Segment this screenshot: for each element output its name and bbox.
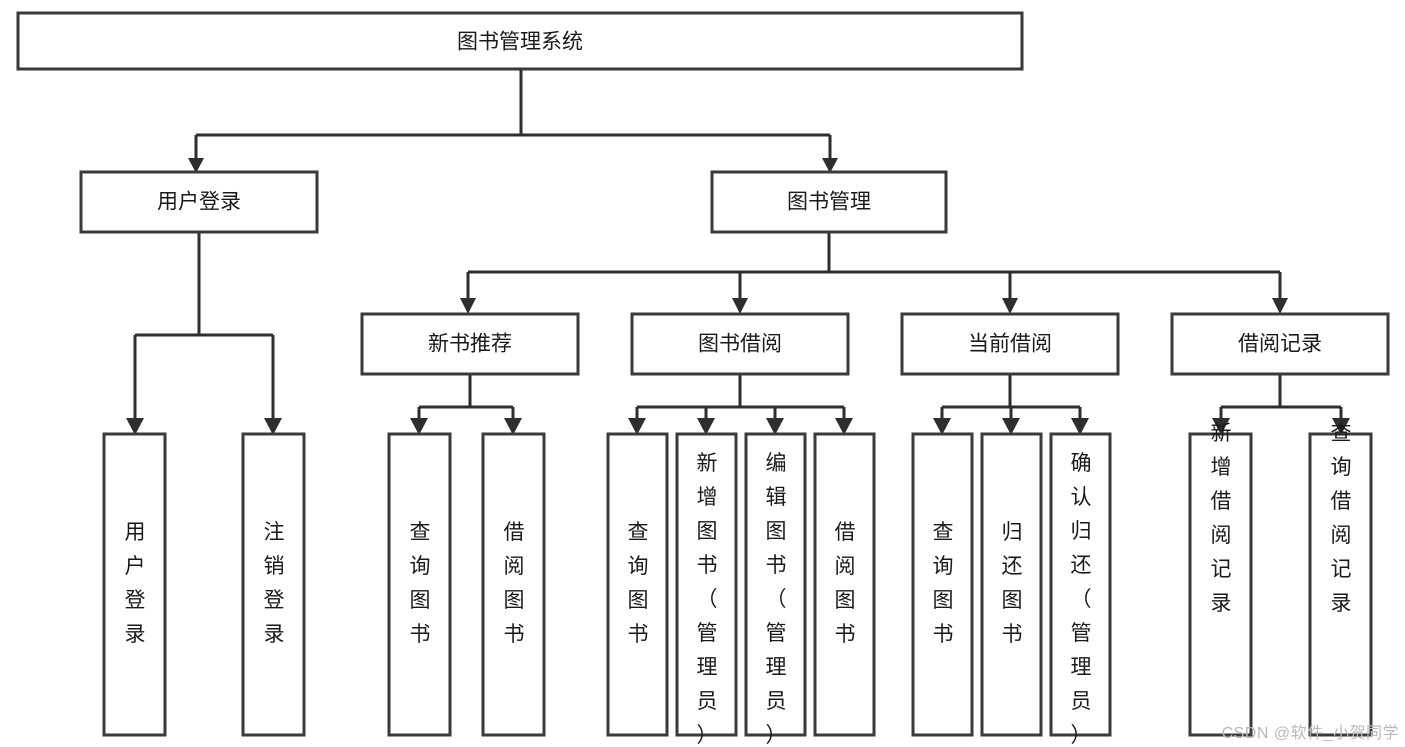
- leaf-confirm-return-label: 确认归还（管理员）: [1071, 452, 1092, 747]
- leaf-query-book-new[interactable]: 查询图书: [387, 432, 452, 737]
- leaf-add-book[interactable]: 新增图书（管理员）: [675, 432, 738, 747]
- leaf-return-book-label: 归还图书: [1002, 521, 1023, 646]
- arrow-to-borrow-record: [1272, 298, 1288, 314]
- leaf-confirm-return[interactable]: 确认归还（管理员）: [1049, 432, 1112, 747]
- root-box[interactable]: [16, 11, 1024, 71]
- current-borrow-box[interactable]: [900, 312, 1120, 376]
- node-user-login[interactable]: 用户登录: [79, 170, 319, 234]
- arrow-to-new-book: [460, 298, 476, 314]
- leaf-borrow-book-label: 借阅图书: [835, 521, 856, 646]
- arrow-to-user-login: [188, 158, 204, 173]
- arrow-to-leaf-return-book: [1002, 418, 1020, 435]
- leaf-borrow-book[interactable]: 借阅图书: [813, 432, 876, 737]
- new-book-recommend-box[interactable]: [360, 312, 580, 376]
- link-newbook-bus: [417, 374, 515, 420]
- leaf-confirm-return-box[interactable]: [1049, 432, 1112, 737]
- leaf-user-login[interactable]: 用户登录: [102, 432, 167, 737]
- arrow-to-leaf-edit-book: [766, 418, 784, 435]
- arrow-to-book-borrow: [732, 298, 748, 314]
- leaf-borrow-book-new[interactable]: 借阅图书: [481, 432, 546, 737]
- leaf-query-book-borrow-label: 查询图书: [628, 521, 649, 646]
- arrow-to-leaf-confirm-return: [1071, 418, 1089, 435]
- leaf-query-book-borrow-box[interactable]: [606, 432, 669, 737]
- arrow-to-book-manage: [822, 158, 838, 173]
- leaf-add-book-box[interactable]: [675, 432, 738, 737]
- leaf-query-book-current-box[interactable]: [911, 432, 974, 737]
- leaf-query-borrow-record-box[interactable]: [1308, 432, 1373, 737]
- leaf-query-borrow-record[interactable]: 查询借阅记录: [1308, 422, 1373, 737]
- node-book-borrow[interactable]: 图书借阅: [630, 312, 850, 376]
- arrow-to-leaf-add-book: [697, 418, 715, 435]
- node-borrow-record[interactable]: 借阅记录: [1170, 312, 1390, 376]
- leaf-borrow-book-new-box[interactable]: [481, 432, 546, 737]
- user-login-box[interactable]: [79, 170, 319, 234]
- leaf-add-book-label: 新增图书（管理员）: [697, 452, 718, 747]
- book-borrow-label: 图书借阅: [698, 333, 782, 356]
- borrow-record-box[interactable]: [1170, 312, 1390, 376]
- leaf-query-book-current[interactable]: 查询图书: [911, 432, 974, 737]
- link-borrowrecord-bus: [1219, 374, 1343, 420]
- leaf-add-borrow-record[interactable]: 新增借阅记录: [1188, 422, 1253, 737]
- link-bookborrow-bus: [635, 374, 846, 420]
- node-root[interactable]: 图书管理系统: [16, 11, 1024, 71]
- leaf-query-book-borrow[interactable]: 查询图书: [606, 432, 669, 737]
- arrow-to-leaf-query-book-1: [410, 418, 428, 435]
- link-bookmanage-bus: [466, 232, 1282, 300]
- leaf-query-book-current-label: 查询图书: [933, 521, 954, 646]
- leaf-query-borrow-record-label: 查询借阅记录: [1331, 422, 1352, 615]
- leaf-logout[interactable]: 注销登录: [241, 432, 306, 737]
- book-manage-label: 图书管理: [787, 191, 871, 214]
- arrow-to-leaf-query-book-3: [933, 418, 951, 435]
- arrow-to-leaf-borrow-book-1: [504, 418, 522, 435]
- leaf-edit-book-box[interactable]: [744, 432, 807, 737]
- book-borrow-box[interactable]: [630, 312, 850, 376]
- link-root-bus: [194, 69, 832, 160]
- leaf-query-book-new-label: 查询图书: [410, 521, 431, 646]
- csdn-watermark: CSDN @软件_小贺同学: [1221, 725, 1399, 742]
- leaf-logout-label: 注销登录: [264, 521, 285, 646]
- current-borrow-label: 当前借阅: [968, 333, 1052, 356]
- leaf-add-borrow-record-box[interactable]: [1188, 432, 1253, 737]
- leaf-borrow-book-new-label: 借阅图书: [504, 521, 525, 646]
- arrow-to-leaf-add-record: [1212, 418, 1230, 435]
- book-manage-box[interactable]: [710, 170, 948, 234]
- arrow-to-leaf-user-login: [126, 418, 144, 435]
- root-label: 图书管理系统: [457, 31, 583, 54]
- leaf-return-book-box[interactable]: [980, 432, 1043, 737]
- connector-layer: [126, 69, 1350, 435]
- node-current-borrow[interactable]: 当前借阅: [900, 312, 1120, 376]
- link-currentborrow-bus: [940, 374, 1082, 420]
- leaf-edit-book[interactable]: 编辑图书（管理员）: [744, 432, 807, 747]
- leaf-add-borrow-record-label: 新增借阅记录: [1211, 422, 1232, 615]
- arrow-to-leaf-logout: [264, 418, 282, 435]
- node-book-manage[interactable]: 图书管理: [710, 170, 948, 234]
- arrow-to-current-borrow: [1002, 298, 1018, 314]
- leaf-return-book[interactable]: 归还图书: [980, 432, 1043, 737]
- arrow-to-leaf-query-book-2: [628, 418, 646, 435]
- leaf-logout-box[interactable]: [241, 432, 306, 737]
- leaf-user-login-box[interactable]: [102, 432, 167, 737]
- leaf-query-book-new-box[interactable]: [387, 432, 452, 737]
- leaf-borrow-book-box[interactable]: [813, 432, 876, 737]
- arrow-to-leaf-borrow-book-2: [835, 418, 853, 435]
- user-login-label: 用户登录: [157, 191, 241, 214]
- leaf-user-login-label: 用户登录: [125, 521, 146, 646]
- borrow-record-label: 借阅记录: [1238, 333, 1322, 356]
- leaf-edit-book-label: 编辑图书（管理员）: [766, 452, 787, 747]
- link-userlogin-bus: [133, 232, 275, 420]
- arrow-to-leaf-query-record: [1332, 418, 1350, 435]
- new-book-recommend-label: 新书推荐: [428, 333, 512, 356]
- node-new-book-recommend[interactable]: 新书推荐: [360, 312, 580, 376]
